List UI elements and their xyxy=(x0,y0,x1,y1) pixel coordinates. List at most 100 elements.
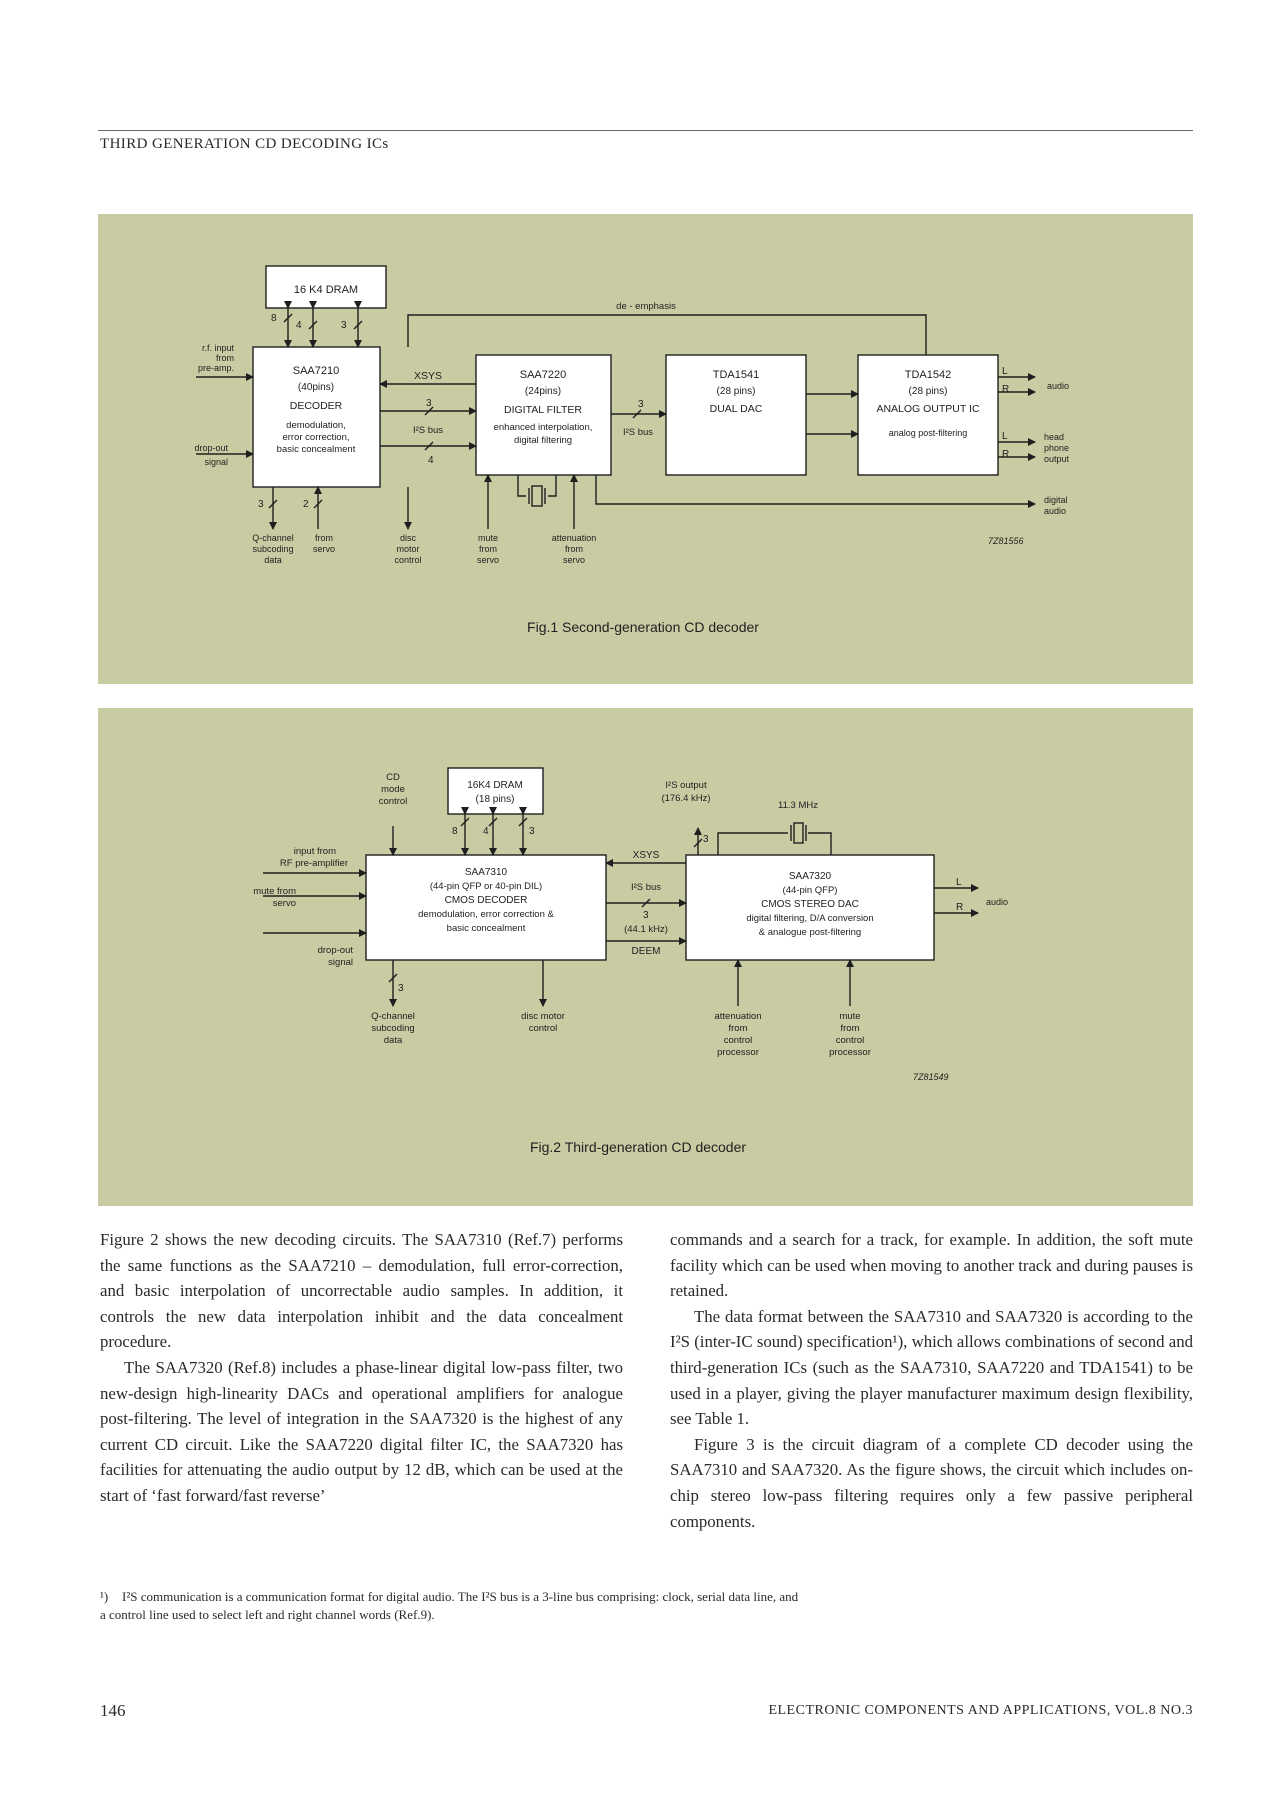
bus-num-3c: 3 xyxy=(638,399,644,410)
qchannel-label-3: data xyxy=(264,555,282,565)
tda1541-box xyxy=(665,354,807,476)
figure-1-caption: Fig.1 Second-generation CD decoder xyxy=(527,619,759,635)
fig2-attenuation-label-4: processor xyxy=(717,1047,759,1058)
footnote-mark: ¹) xyxy=(100,1589,109,1604)
tda1542-L-2: L xyxy=(1002,431,1008,442)
bus-num-3b: 3 xyxy=(426,398,432,409)
saa7220-name: SAA7220 xyxy=(520,369,566,381)
input-mute-label-2: servo xyxy=(273,898,296,909)
input-rf-label-2: RF pre-amplifier xyxy=(280,858,348,869)
paragraph: The data format between the SAA7310 and … xyxy=(670,1306,1193,1429)
fig2-bus-num-3b: 3 xyxy=(643,910,649,921)
input-dropout-label-2: signal xyxy=(328,957,353,968)
mute-servo-label-3: servo xyxy=(477,555,499,565)
headphone-label-2: phone xyxy=(1044,443,1069,453)
figure-1-diagram: 16 K4 DRAM de - emphasis r.f. input from… xyxy=(194,265,1070,635)
fig2-qchannel-label-2: subcoding xyxy=(371,1023,414,1034)
fig1-code: 7Z81556 xyxy=(988,536,1024,546)
qchannel-label-1: Q-channel xyxy=(252,533,294,543)
fig2-mute-label-1: mute xyxy=(839,1011,860,1022)
bus-num-3a: 3 xyxy=(341,320,347,331)
rf-input-label-2: from xyxy=(216,353,234,363)
rf-input-label-3: pre-amp. xyxy=(198,363,234,373)
xsys-label-fig2: XSYS xyxy=(633,850,660,861)
saa7220-desc-1: enhanced interpolation, xyxy=(494,422,593,433)
tda1542-R-2: R xyxy=(1002,449,1009,460)
qchannel-label-2: subcoding xyxy=(252,544,293,554)
header-rule xyxy=(98,130,1193,131)
saa7310-desc-2: basic concealment xyxy=(447,923,526,934)
saa7220-title: DIGITAL FILTER xyxy=(504,404,582,416)
fig2-attenuation-label-2: from xyxy=(729,1023,748,1034)
fig2-qchannel-label-3: data xyxy=(384,1035,403,1046)
mute-servo-label-2: from xyxy=(479,544,497,554)
saa7210-title: DECODER xyxy=(290,400,343,412)
dram-pins-fig2: (18 pins) xyxy=(476,794,515,805)
saa7210-name: SAA7210 xyxy=(293,365,339,377)
fig2-audio-label: audio xyxy=(986,897,1008,907)
attenuation-servo-label-1: attenuation xyxy=(552,533,597,543)
paragraph: The SAA7320 (Ref.8) includes a phase-lin… xyxy=(100,1357,623,1505)
i2s-output-label-1: I²S output xyxy=(665,780,707,791)
tda1542-pins: (28 pins) xyxy=(909,386,948,397)
tda1541-title: DUAL DAC xyxy=(710,403,763,415)
fig2-bus-num-3a: 3 xyxy=(529,826,535,837)
bus-num-2: 2 xyxy=(303,499,309,510)
fig2-disc-motor-label-2: control xyxy=(529,1023,558,1034)
saa7310-title: CMOS DECODER xyxy=(445,895,528,906)
figure-2-caption: Fig.2 Third-generation CD decoder xyxy=(530,1139,746,1155)
saa7310-name: SAA7310 xyxy=(465,867,508,878)
mute-servo-label-1: mute xyxy=(478,533,498,543)
paragraph: Figure 2 shows the new decoding circuits… xyxy=(100,1230,623,1352)
cd-mode-label-3: control xyxy=(379,796,408,807)
running-head: THIRD GENERATION CD DECODING ICs xyxy=(100,136,389,152)
xsys-label-fig1: XSYS xyxy=(414,370,442,382)
saa7210-desc-1: demodulation, xyxy=(286,420,346,431)
fig2-mute-label-2: from xyxy=(841,1023,860,1034)
saa7320-box xyxy=(685,854,935,961)
rate-label: (44.1 kHz) xyxy=(624,924,668,935)
dram-label-fig1: 16 K4 DRAM xyxy=(294,284,358,296)
disc-motor-label-1: disc xyxy=(400,533,417,543)
disc-motor-label-2: motor xyxy=(396,544,419,554)
i2s-bus-label-fig2: I²S bus xyxy=(631,882,661,893)
i2s-bus-label-1: I²S bus xyxy=(413,425,443,436)
bus-num-4b: 4 xyxy=(428,455,434,466)
tda1542-box xyxy=(857,354,999,476)
input-rf-label-1: input from xyxy=(294,846,336,857)
bus-num-8: 8 xyxy=(271,313,277,324)
dropout-label-1: drop-out xyxy=(194,443,228,453)
crystal-label: 11.3 MHz xyxy=(778,800,818,811)
figure-2-diagram: CD mode control 16K4 DRAM (18 pins) SAA7… xyxy=(253,767,1008,1155)
saa7320-desc-2: & analogue post-filtering xyxy=(759,927,861,938)
figure-2-panel: CD mode control 16K4 DRAM (18 pins) SAA7… xyxy=(98,708,1193,1206)
saa7220-pins: (24pins) xyxy=(525,386,561,397)
cd-mode-label-1: CD xyxy=(386,772,400,783)
deem-label: DEEM xyxy=(632,946,661,957)
dropout-label-2: signal xyxy=(204,457,228,467)
footnote-text: I²S communication is a communication for… xyxy=(100,1589,799,1622)
deemphasis-line xyxy=(407,314,927,355)
saa7220-desc-2: digital filtering xyxy=(514,435,572,446)
attenuation-servo-label-2: from xyxy=(565,544,583,554)
saa7210-pins: (40pins) xyxy=(298,382,334,393)
page-number: 146 xyxy=(100,1701,126,1720)
headphone-label-3: output xyxy=(1044,454,1070,464)
saa7310-box xyxy=(365,854,607,961)
saa7210-desc-2: error correction, xyxy=(282,432,349,443)
bus-num-4: 4 xyxy=(296,320,302,331)
digital-audio-label-2: audio xyxy=(1044,506,1066,516)
from-servo-label-1: from xyxy=(315,533,333,543)
input-mute-label-1: mute from xyxy=(253,886,296,897)
tda1542-L-1: L xyxy=(1002,366,1008,377)
tda1542-title: ANALOG OUTPUT IC xyxy=(876,403,979,415)
audio-out-label: audio xyxy=(1047,381,1069,391)
digital-audio-label-1: digital xyxy=(1044,495,1068,505)
fig2-bus-num-3d: 3 xyxy=(398,983,404,994)
fig2-qchannel-label-1: Q-channel xyxy=(371,1011,415,1022)
saa7220-box xyxy=(475,354,612,476)
fig2-code: 7Z81549 xyxy=(913,1072,949,1082)
fig2-L-label: L xyxy=(956,877,962,888)
bus-num-3d: 3 xyxy=(258,499,264,510)
fig2-R-label: R xyxy=(956,902,963,913)
